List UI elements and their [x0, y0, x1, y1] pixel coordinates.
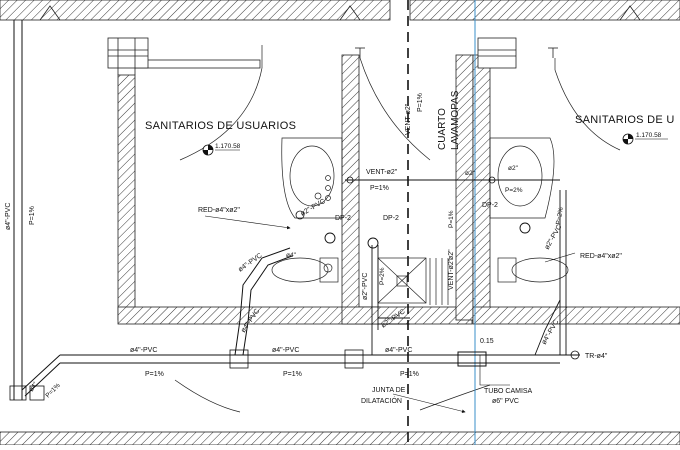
label-slope-right: P=2%: [505, 187, 523, 194]
label-pvc4-vertical: ø4"-PVC: [5, 203, 12, 230]
column-left: [107, 37, 149, 69]
label-slope-shower: P=2%: [379, 267, 386, 285]
room-label-left: SANITARIOS DE USUARIOS: [145, 120, 296, 132]
label-dp2-right: DP-2: [482, 202, 498, 209]
level-text-left: 1.170.58: [215, 143, 241, 150]
label-dp2-left: DP-2: [335, 215, 351, 222]
wall-top-right: [409, 0, 680, 21]
wall-bottom: [0, 431, 680, 446]
label-slope-vent: P=1%: [370, 185, 389, 192]
level-labels: 1.170.58 1.170.58: [215, 132, 662, 150]
label-pvc4-main-3: ø4"-PVC: [385, 347, 412, 354]
label-slope-main-3: P=1%: [400, 371, 419, 378]
label-pvc4-main-2: ø4"-PVC: [272, 347, 299, 354]
note-tubo-2: ø6" PVC: [492, 398, 519, 405]
toilet-left: [271, 257, 329, 283]
label-slope-right-b: P=2%: [555, 207, 565, 226]
wall-left-room-east: [341, 54, 360, 311]
label-slope-main-2: P=1%: [283, 371, 302, 378]
note-tubo-1: TUBO CAMISA: [484, 388, 533, 395]
label-pvc2-shower: ø2"-PVC: [362, 273, 369, 300]
label-slope-vertical: P=1%: [29, 206, 36, 225]
wall-right-room-south: [472, 306, 680, 325]
room-label-center-2: LAVAMOPAS: [450, 90, 461, 150]
label-pvc4-branch: ø4"-PVC: [237, 252, 263, 273]
label-vent-horizontal: VENT-ø2": [366, 169, 398, 176]
wall-left-room-top: [134, 59, 261, 69]
level-marker-right: [622, 133, 668, 145]
label-slope-main-1: P=1%: [145, 371, 164, 378]
label-slope-diagonal: P=1%: [44, 382, 61, 399]
sleeve-pipe: [457, 351, 487, 367]
label-phi2-right-b: ø2": [508, 165, 519, 172]
label-dim-015: 0.15: [480, 338, 494, 345]
label-red-left: RED-ø4"xø2": [198, 207, 240, 214]
drain-point-shower: [367, 237, 379, 249]
drain-point-left: [324, 232, 336, 244]
label-dp2-shower: DP-2: [383, 215, 399, 222]
label-slope-center: P=1%: [448, 210, 455, 228]
note-junta-1: JUNTA DE: [372, 387, 406, 394]
branch-left-toilet: [234, 247, 291, 356]
label-phi2-center: ø2": [448, 249, 455, 260]
label-pvc2-left: ø2"-PVC: [300, 198, 327, 218]
wall-top-left: [0, 0, 391, 21]
label-pvc4-main-1: ø4"-PVC: [130, 347, 157, 354]
break-line-top: [39, 5, 61, 21]
drain-point-right: [519, 222, 531, 234]
room-labels: SANITARIOS DE USUARIOS SANITARIOS DE U C…: [145, 90, 675, 150]
label-vent-center: VENT-ø2": [448, 258, 455, 290]
lavatory-right: [489, 137, 555, 219]
wall-center-south: [341, 306, 473, 325]
label-phi4-diagonal: ø4": [28, 380, 40, 393]
label-slope-vent-vertical: P=1%: [417, 93, 424, 112]
level-text-right: 1.170.58: [636, 132, 662, 139]
note-junta-2: DILATACIÓN: [361, 396, 402, 405]
lavatory-left: [281, 137, 343, 219]
notes: JUNTA DE DILATACIÓN TUBO CAMISA ø6" PVC: [361, 387, 533, 405]
label-phi2-right: ø2": [465, 170, 476, 177]
level-marker-left: [202, 144, 240, 156]
label-tr4: TR-ø4": [585, 353, 608, 360]
label-vent-vertical: VENT-ø2": [405, 103, 412, 135]
room-label-center-1: CUARTO: [437, 108, 448, 150]
label-pvc2-right: ø2"-PVC: [544, 224, 564, 251]
pipe-labels: ø4"-PVC P=1% ø4"-PVC ø4"-PVC ø4"-PVC P=1…: [5, 93, 622, 399]
pipes: [9, 20, 580, 401]
wall-left-room-west: [117, 74, 136, 321]
label-phi4-toilet: ø4": [286, 252, 297, 259]
column-right: [477, 37, 517, 69]
label-red-right: RED-ø4"xø2": [580, 253, 622, 260]
room-label-right: SANITARIOS DE U: [575, 114, 675, 126]
door-swings: [174, 45, 621, 413]
wall-right-room-west: [472, 54, 491, 321]
fixtures: [271, 137, 569, 305]
axis-lines: [407, 0, 476, 445]
toilet-right: [511, 257, 569, 283]
leaders: [204, 215, 576, 414]
